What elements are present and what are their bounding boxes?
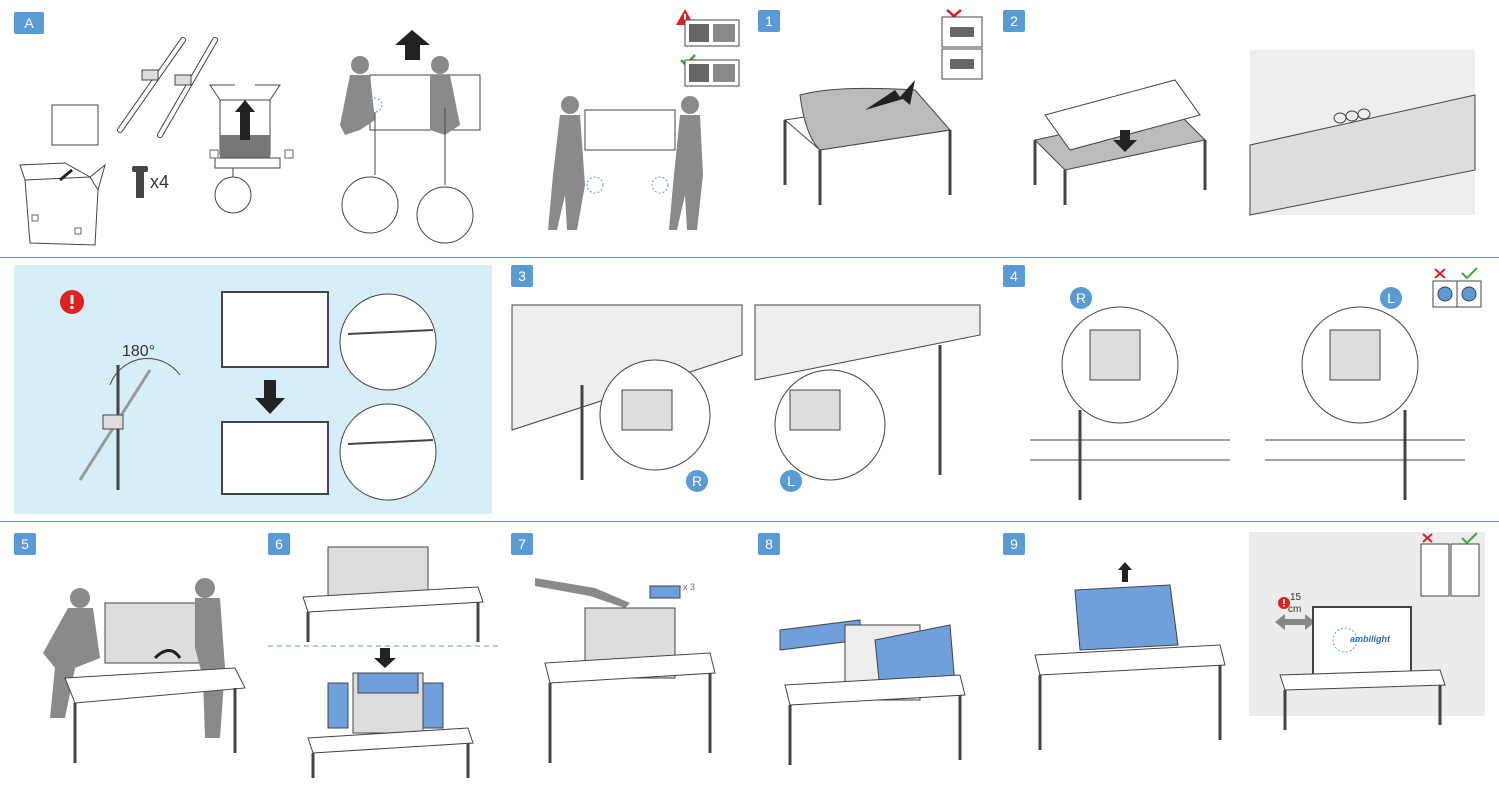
- tv-stand-position-illustration: [221, 291, 329, 368]
- section-divider-bottom: [0, 521, 1499, 522]
- tv-stand-corrected-illustration: [221, 421, 329, 495]
- distance-arrow-icon: [1275, 614, 1315, 630]
- section-divider-top: [0, 257, 1499, 258]
- step-badge-3: 3: [511, 265, 533, 287]
- screw-icon: [132, 166, 148, 198]
- tv-back-closeup-illustration: [1249, 50, 1476, 216]
- step-badge-5: 5: [14, 533, 36, 555]
- distance-value: 15: [1290, 592, 1302, 603]
- screw-direction-guide-icon: [1432, 267, 1482, 308]
- two-people-placing-tv-illustration: [43, 578, 246, 763]
- step-badge-1: 1: [758, 10, 780, 32]
- attach-left-leg-illustration: [754, 304, 981, 481]
- remove-packaging-illustration: [307, 648, 474, 778]
- wrong-handling-thumbnail: [684, 19, 740, 47]
- tv-on-table-near-wall-illustration: [1279, 606, 1446, 730]
- side-marker-r: R: [686, 470, 708, 492]
- screw-right-bracket-illustration: [1030, 306, 1230, 500]
- tv-standing-on-table-illustration: [302, 546, 484, 642]
- remove-cover-sheets-illustration: [779, 619, 966, 765]
- remove-foam-pads-illustration: [535, 578, 716, 763]
- screw-left-bracket-illustration: [1265, 306, 1465, 500]
- two-people-lifting-illustration: [340, 30, 481, 244]
- tv-box-illustration: [19, 104, 106, 246]
- attach-right-leg-illustration: [511, 304, 743, 480]
- distance-warning-icon: [1278, 597, 1290, 609]
- step-badge-6: 6: [268, 533, 290, 555]
- dashed-separator: [268, 645, 498, 647]
- rotation-angle-label: 180°: [122, 343, 156, 360]
- step-badge-a: A: [14, 12, 44, 34]
- ambilight-logo: ambilight: [1350, 634, 1390, 644]
- correct-handling-thumbnail: [684, 59, 740, 87]
- foam-pad-count: x 3: [683, 582, 696, 592]
- bracket-marker-r: R: [1070, 287, 1092, 309]
- wall-placement-guide-icon: [1420, 532, 1480, 597]
- step-badge-9: 9: [1003, 533, 1025, 555]
- step-badge-4: 4: [1003, 265, 1025, 287]
- arrow-down-icon: [255, 380, 285, 414]
- step-badge-2: 2: [1003, 10, 1025, 32]
- stand-legs-illustration: [117, 37, 218, 138]
- stand-detail-circle-top: [339, 293, 437, 391]
- stand-rotation-illustration: [78, 358, 181, 490]
- tv-on-table-illustration: [1033, 79, 1207, 205]
- arrow-up-icon: [1118, 562, 1132, 582]
- step-badge-7: 7: [511, 533, 533, 555]
- remove-plastic-bag-illustration: [1034, 584, 1226, 750]
- screws-count: x4: [150, 172, 170, 192]
- surface-warning-thumbnails: [941, 16, 983, 80]
- side-marker-l: L: [780, 470, 802, 492]
- bracket-marker-l: L: [1380, 287, 1402, 309]
- two-people-carrying-illustration: [548, 96, 703, 230]
- step-badge-8: 8: [758, 533, 780, 555]
- open-box-illustration: [209, 84, 294, 214]
- stand-detail-circle-bottom: [339, 403, 437, 501]
- warning-exclamation-icon: [60, 290, 84, 314]
- table-with-cloth-illustration: [783, 80, 952, 205]
- distance-unit: cm: [1288, 604, 1302, 615]
